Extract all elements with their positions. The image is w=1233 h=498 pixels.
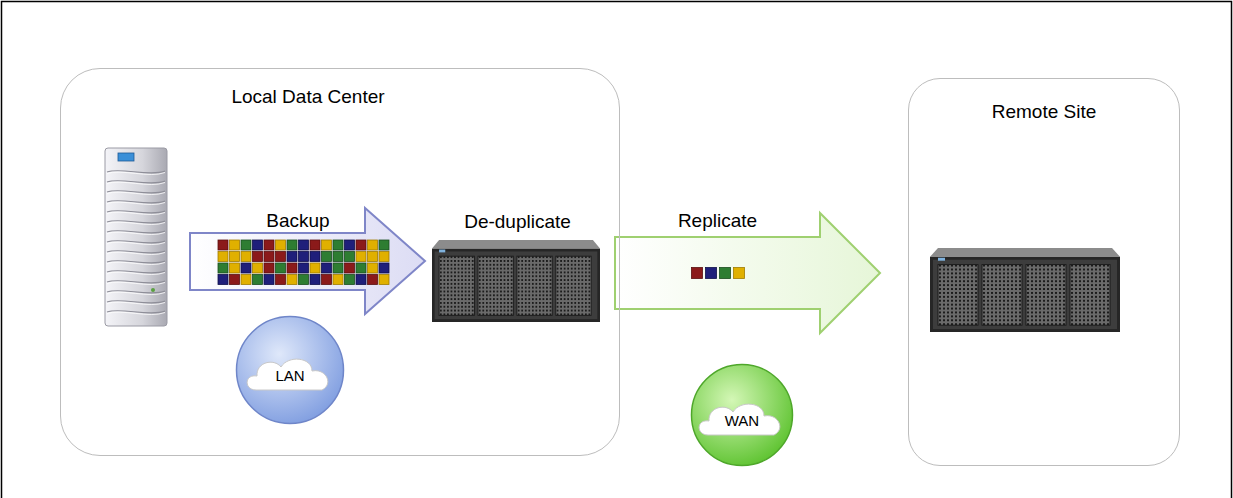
host-server [105, 148, 167, 326]
remote-appliance-image [930, 248, 1120, 332]
data-block [706, 268, 717, 279]
node-title: Remote Site [992, 101, 1097, 123]
backup-arrow [190, 208, 425, 314]
arrow-label: Backup [266, 210, 329, 232]
dedup-appliance-image [432, 240, 600, 322]
data-block [720, 268, 731, 279]
network-circle: LAN [235, 315, 345, 425]
data-blocks [218, 240, 389, 285]
site-region: Local Data CenterDe-duplicateLAN [60, 68, 620, 456]
node-title: Local Data Center [231, 86, 384, 108]
node-title: LAN [275, 367, 304, 385]
data-block [692, 268, 703, 279]
site-region: Remote Site [908, 78, 1180, 466]
node-title: De-duplicate [464, 211, 571, 233]
network-circle: WAN [690, 363, 794, 467]
data-block [734, 268, 745, 279]
edge-label: Replicate [678, 210, 757, 232]
node-title: WAN [725, 412, 759, 430]
appliance-box: De-duplicate [430, 205, 605, 325]
